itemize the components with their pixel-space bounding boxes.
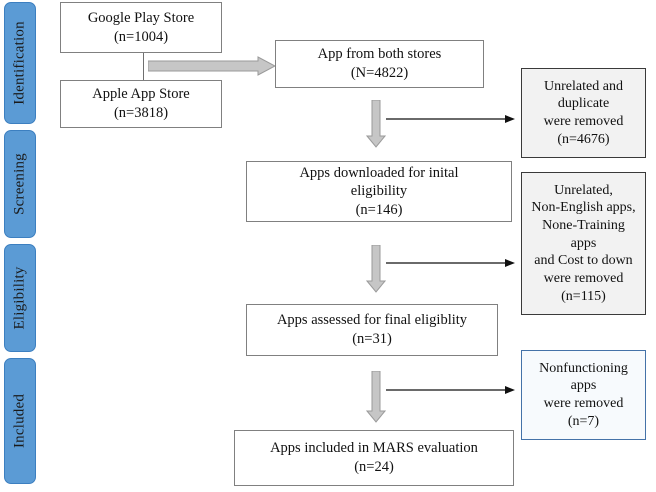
box-line: Apps included in MARS evaluation <box>270 440 478 457</box>
box-line: Nonfunctioning <box>539 360 628 376</box>
phase-label-screening: Screening <box>11 153 28 215</box>
box-line: Apps downloaded for inital <box>299 164 459 181</box>
box-line: (n=146) <box>355 201 403 218</box>
block-arrow-sources-to-combined <box>147 56 277 76</box>
box-apps-assessed-final-eligibility: Apps assessed for final eligiblity (n=31… <box>246 304 498 356</box>
box-exclusion-unrelated-nonenglish-cost: Unrelated, Non-English apps, None-Traini… <box>521 172 646 315</box>
box-line: None-Training <box>542 218 625 234</box>
box-line: (n=3818) <box>113 105 169 121</box>
box-exclusion-nonfunctioning: Nonfunctioning apps were removed (n=7) <box>521 350 646 440</box>
box-app-from-both-stores: App from both stores (N=4822) <box>275 40 484 88</box>
box-exclusion-unrelated-duplicate: Unrelated and duplicate were removed (n=… <box>521 68 646 158</box>
box-line: Unrelated, <box>554 182 613 198</box>
box-line: and Cost to down <box>534 253 633 269</box>
box-line: (n=7) <box>567 413 600 429</box>
box-line: apps <box>570 235 597 251</box>
box-line: duplicate <box>557 96 610 112</box>
block-arrow-down-2 <box>365 244 387 293</box>
box-line: Google Play Store <box>87 9 195 26</box>
arrow-to-exclusion-3 <box>386 383 516 395</box>
box-line: eligibility <box>350 183 408 200</box>
box-line: Apple App Store <box>92 86 190 103</box>
box-line: were removed <box>543 270 624 286</box>
box-line: Non-English apps, <box>531 200 636 216</box>
phase-block-included: Included <box>4 358 36 484</box>
arrow-to-exclusion-2 <box>386 256 516 268</box>
box-line: App from both stores <box>317 46 442 63</box>
phase-block-eligibility: Eligibility <box>4 244 36 352</box>
box-line: were removed <box>543 396 624 411</box>
box-apps-downloaded-initial-eligibility: Apps downloaded for inital eligibility (… <box>246 161 512 222</box>
box-line: apps <box>570 378 597 394</box>
box-google-play-store: Google Play Store (n=1004) <box>60 2 222 53</box>
box-line: (N=4822) <box>350 65 409 81</box>
phase-label-included: Included <box>11 393 28 449</box>
box-apps-included-mars-evaluation: Apps included in MARS evaluation (n=24) <box>234 430 514 486</box>
box-line: (n=24) <box>354 459 394 475</box>
box-apple-app-store: Apple App Store (n=3818) <box>60 80 222 128</box>
box-line: (n=1004) <box>113 28 169 45</box>
box-line: were removed <box>543 114 624 129</box>
box-line: Apps assessed for final eligiblity <box>276 312 468 329</box>
box-line: (n=31) <box>352 331 392 347</box>
block-arrow-down-3 <box>365 370 387 423</box>
box-line: Unrelated and <box>544 78 623 94</box>
phase-block-identification: Identification <box>4 2 36 124</box>
phase-block-screening: Screening <box>4 130 36 238</box>
connector-sources-vertical <box>143 53 144 80</box>
box-line: (n=115) <box>561 288 606 304</box>
box-line: (n=4676) <box>557 131 610 147</box>
arrow-to-exclusion-1 <box>386 112 516 124</box>
block-arrow-down-1 <box>365 99 387 148</box>
phase-label-eligibility: Eligibility <box>11 266 28 330</box>
phase-label-identification: Identification <box>11 21 28 105</box>
